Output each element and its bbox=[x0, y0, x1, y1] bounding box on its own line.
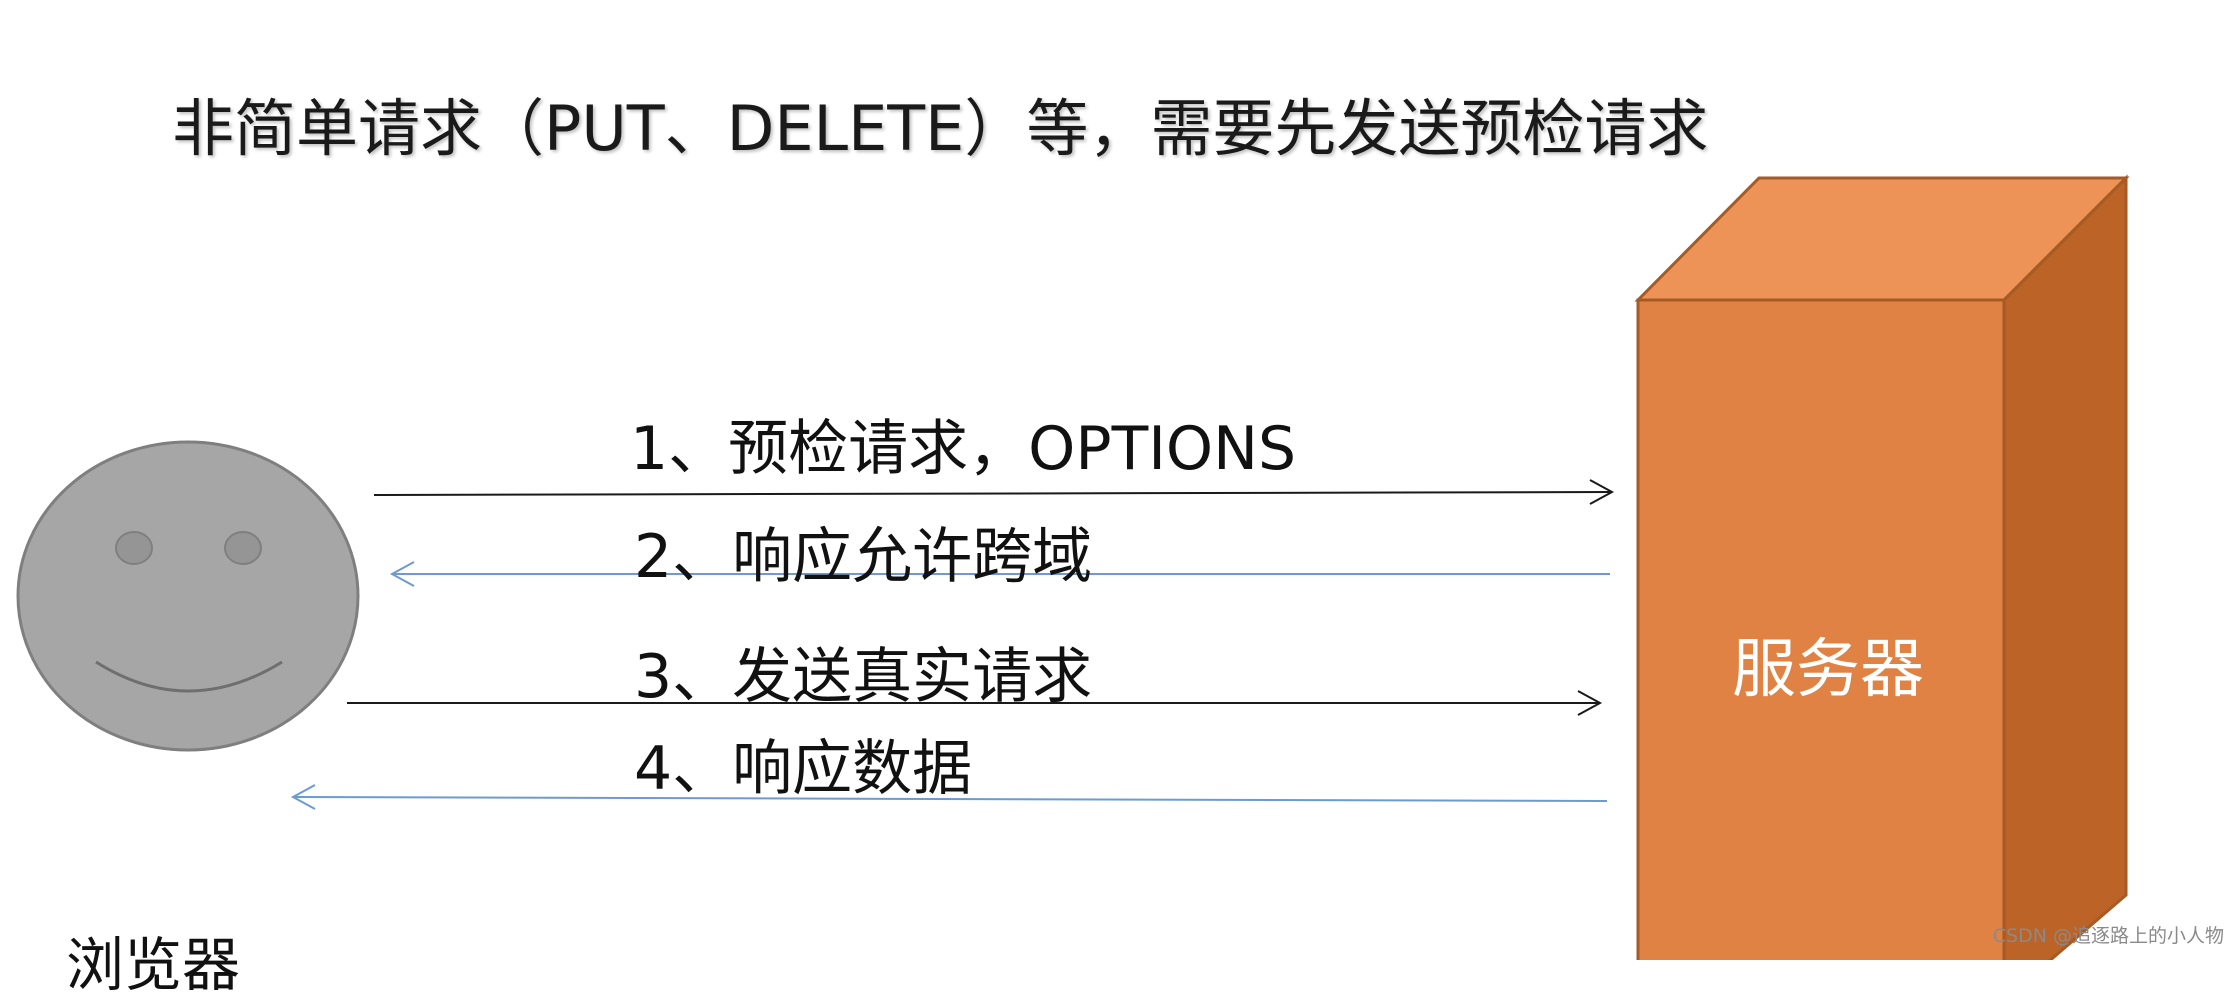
face-outline bbox=[16, 440, 360, 752]
face-right-eye bbox=[224, 531, 262, 565]
server-label: 服务器 bbox=[1732, 633, 1924, 707]
step-1-label: 1、预检请求，OPTIONS bbox=[630, 414, 1297, 484]
arrow-step-2 bbox=[389, 561, 1610, 587]
arrow-step-4 bbox=[290, 784, 1608, 810]
face-smile bbox=[95, 660, 283, 693]
arrow-step-1 bbox=[373, 479, 1615, 505]
step-4-label: 4、响应数据 bbox=[634, 734, 973, 804]
watermark: CSDN @追逐路上的小人物 bbox=[1992, 925, 2224, 947]
face-left-eye bbox=[115, 531, 153, 565]
step-3-label: 3、发送真实请求 bbox=[634, 642, 1093, 712]
arrow-step-3 bbox=[347, 690, 1603, 716]
diagram-title: 非简单请求（PUT、DELETE）等，需要先发送预检请求 bbox=[172, 92, 1709, 165]
step-2-label: 2、响应允许跨域 bbox=[634, 522, 1093, 592]
browser-label: 浏览器 bbox=[66, 931, 241, 999]
server-box bbox=[1634, 174, 2130, 960]
server-box-side bbox=[2002, 174, 2128, 960]
server-box-front bbox=[1636, 298, 2006, 960]
diagram-svg bbox=[16, 174, 2130, 960]
browser-icon bbox=[16, 440, 360, 752]
diagram-canvas: 非简单请求（PUT、DELETE）等，需要先发送预检请求 1、预检请求，OPTI… bbox=[16, 92, 2224, 999]
